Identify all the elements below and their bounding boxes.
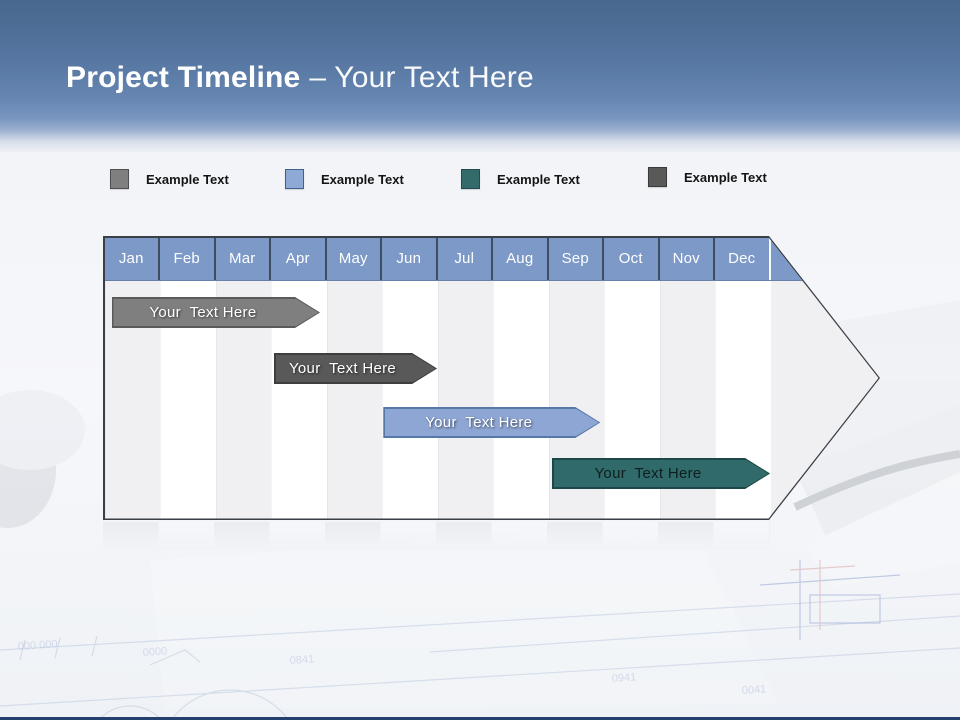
month-cell: Sep	[549, 238, 605, 280]
gantt-bar-3[interactable]: Your Text Here	[383, 407, 600, 438]
gantt-bar-1[interactable]: Your Text Here	[112, 297, 320, 328]
gantt-bar-label: Your Text Here	[594, 465, 702, 482]
gantt-bar-4[interactable]: Your Text Here	[552, 458, 770, 489]
gantt-bar-label: Your Text Here	[288, 360, 397, 377]
month-cell: Jun	[382, 238, 438, 280]
month-cell: Aug	[493, 238, 549, 280]
legend: Example Text Example Text Example Text E…	[0, 166, 960, 192]
gantt-bar-fill	[276, 355, 436, 383]
month-cell: Mar	[216, 238, 272, 280]
bottom-accent-bar	[0, 717, 960, 720]
column-mar	[216, 238, 272, 519]
legend-swatch-darkgray	[648, 167, 667, 187]
svg-text:0841: 0841	[289, 653, 314, 667]
timeline-arrow-shape: Jan Feb Mar Apr May Jun Jul Aug Sep Oct …	[103, 236, 880, 520]
header-banner	[0, 0, 960, 152]
legend-item-4[interactable]: Example Text	[648, 166, 767, 188]
month-cell: Feb	[160, 238, 216, 280]
month-cell: Dec	[715, 238, 771, 280]
gantt-bar-fill	[554, 460, 769, 488]
legend-label: Example Text	[497, 171, 580, 187]
month-cell: Oct	[604, 238, 660, 280]
gantt-bar-label: Your Text Here	[149, 304, 257, 321]
title-emphasis: Project Timeline	[66, 61, 301, 94]
month-cell: Apr	[271, 238, 327, 280]
legend-swatch-blue	[285, 169, 304, 189]
legend-swatch-teal	[461, 169, 480, 189]
legend-item-1[interactable]: Example Text	[110, 168, 229, 190]
legend-item-3[interactable]: Example Text	[461, 168, 580, 190]
slide-title[interactable]: Project Timeline– Your Text Here	[66, 58, 534, 98]
column-aug	[493, 238, 549, 519]
month-cell: Nov	[660, 238, 716, 280]
title-rest: – Your Text Here	[309, 61, 534, 94]
timeline-body: Jan Feb Mar Apr May Jun Jul Aug Sep Oct …	[105, 238, 879, 519]
table-reflection-fade	[103, 522, 770, 550]
month-cell: Jul	[438, 238, 494, 280]
legend-label: Example Text	[321, 171, 404, 187]
legend-label: Example Text	[146, 171, 229, 187]
month-cell: Jan	[105, 238, 161, 280]
legend-swatch-gray	[110, 169, 129, 189]
column-jul	[438, 238, 494, 519]
gantt-bar-fill	[385, 409, 599, 437]
gantt-bar-fill	[113, 299, 318, 327]
legend-label: Example Text	[684, 169, 767, 185]
watermark-number: 000 000	[17, 638, 58, 653]
month-header-row: Jan Feb Mar Apr May Jun Jul Aug Sep Oct …	[105, 238, 879, 281]
legend-item-2[interactable]: Example Text	[285, 168, 404, 190]
svg-text:0000: 0000	[142, 645, 167, 659]
gantt-bar-label: Your Text Here	[425, 414, 533, 431]
svg-text:0941: 0941	[611, 671, 636, 685]
column-jan	[105, 238, 161, 519]
month-cell: May	[327, 238, 383, 280]
svg-text:0041: 0041	[741, 683, 766, 697]
gantt-bar-2[interactable]: Your Text Here	[274, 353, 437, 384]
column-feb	[160, 238, 216, 519]
